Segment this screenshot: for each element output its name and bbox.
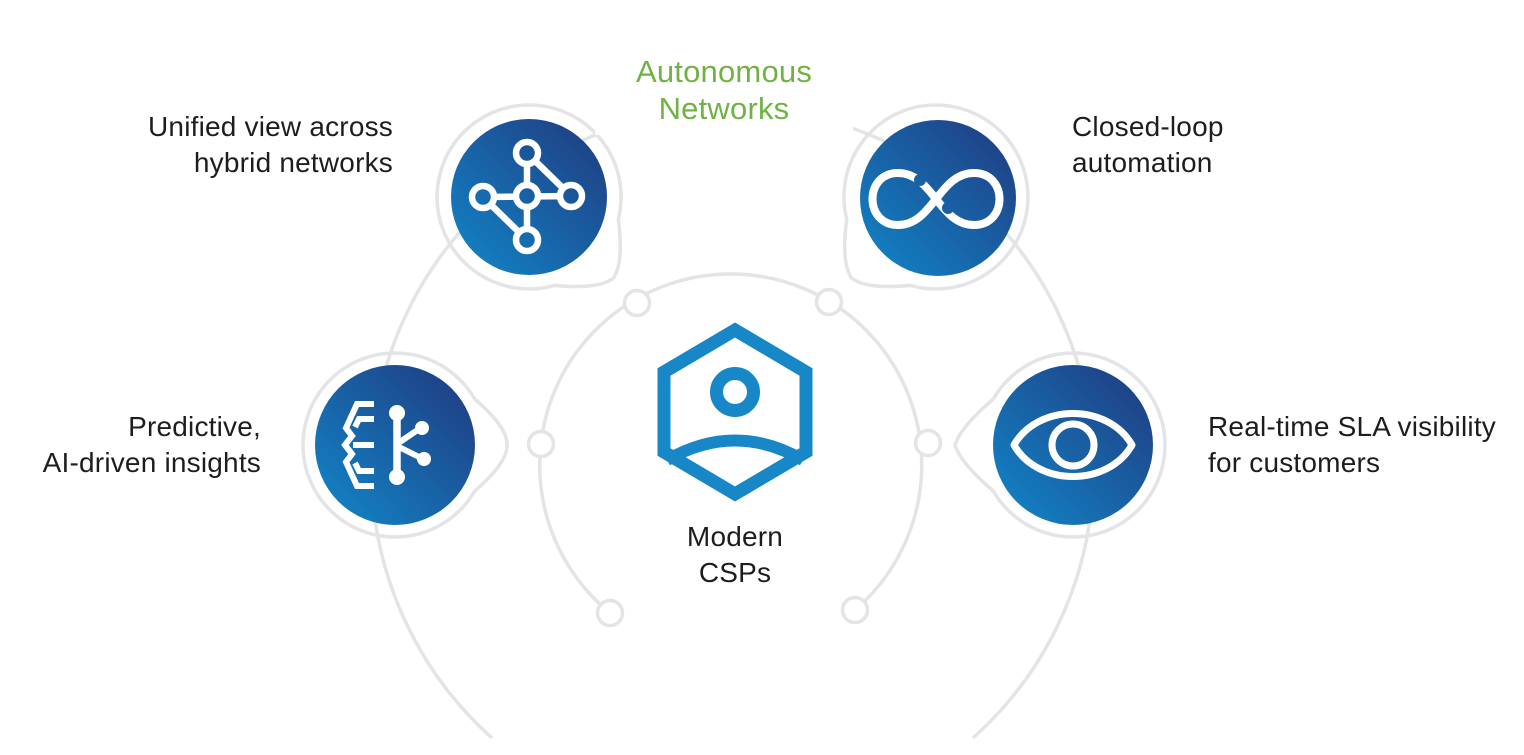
- icon-circle: [993, 365, 1153, 525]
- bubble-outline-top-right: [842, 103, 1030, 291]
- label-line: CSPs: [698, 557, 772, 588]
- ring-node: [526, 429, 556, 459]
- speech-bubbles: [301, 103, 1167, 539]
- bubble-outline-top-left: [435, 103, 623, 291]
- label-line: automation: [1072, 147, 1213, 178]
- ring-node: [595, 598, 625, 628]
- ring-node: [814, 287, 844, 317]
- label-line: Modern: [686, 521, 784, 552]
- inner-ring-arc: [537, 272, 924, 615]
- bubble-outline-right: [953, 351, 1167, 539]
- bubble-outline-left: [301, 351, 509, 539]
- eye-icon: [993, 365, 1153, 525]
- title-line-1: Autonomous: [635, 54, 813, 89]
- diagram-title: Autonomous Networks: [595, 38, 853, 135]
- label-line: Unified view across: [148, 111, 393, 142]
- label-line: AI-driven insights: [42, 447, 261, 478]
- label-sla-visibility: Real-time SLA visibility for customers: [1208, 409, 1496, 481]
- label-line: for customers: [1208, 447, 1381, 478]
- ring-nodes: [526, 287, 943, 628]
- label-line: Real-time SLA visibility: [1208, 411, 1496, 442]
- ai-brain-icon: [315, 365, 475, 525]
- ring-node: [913, 428, 943, 458]
- label-line: hybrid networks: [193, 147, 393, 178]
- ring-node: [840, 595, 870, 625]
- infinity-icon: [860, 120, 1016, 276]
- label-line: Closed-loop: [1072, 111, 1224, 142]
- label-closed-loop: Closed-loop automation: [1072, 109, 1224, 181]
- ring-node: [622, 288, 652, 318]
- label-line: Predictive,: [128, 411, 261, 442]
- title-line-2: Networks: [658, 91, 790, 126]
- network-graph-icon: [451, 119, 607, 275]
- label-modern-csps: Modern CSPs: [635, 519, 835, 591]
- label-unified-view: Unified view across hybrid networks: [148, 109, 393, 181]
- person-hexagon-icon: [657, 322, 813, 502]
- label-predictive-ai: Predictive, AI-driven insights: [43, 409, 261, 481]
